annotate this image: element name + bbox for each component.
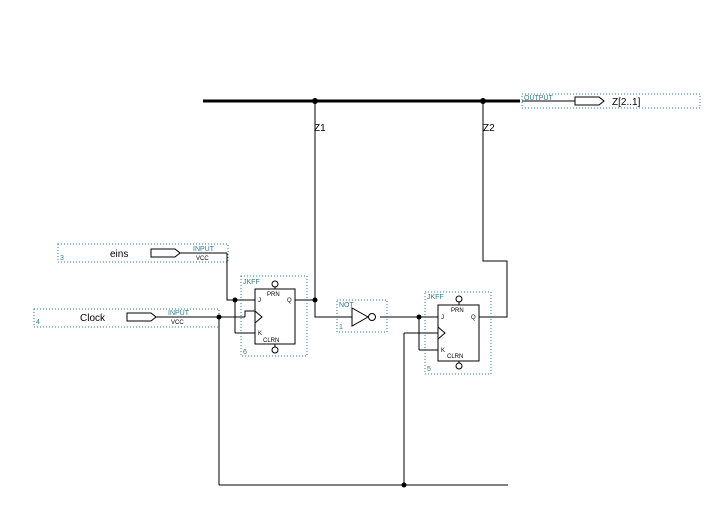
wire-q1-not (314, 300, 352, 318)
jkff-2[interactable]: JKFF 5 PRN CLRN J K Q (424, 291, 492, 375)
input-eins-vcc: VCC (196, 256, 209, 262)
jkff-1-clrn-bubble (271, 346, 279, 354)
jkff-2-clrn-label: CLRN (447, 354, 463, 360)
jkff-1-clock-triangle (254, 310, 263, 324)
not-gate[interactable]: NOT 1 (336, 299, 388, 333)
jkff-2-k-label: K (441, 348, 445, 354)
junction-bottom (401, 482, 407, 488)
output-pin[interactable]: OUTPUT Z[2..1] (521, 93, 701, 109)
not-gate-tag: NOT (339, 302, 355, 309)
jkff-2-clrn-bubble (455, 362, 463, 370)
not-gate-bubble (368, 313, 376, 321)
input-eins-tag: INPUT (193, 246, 215, 253)
jkff-1-clock-lead (244, 310, 255, 317)
jkff-1-prn-bubble (271, 280, 279, 288)
jkff-2-index: 5 (427, 366, 431, 373)
jkff-2-j-label: J (441, 315, 444, 321)
input-eins-index: 3 (60, 255, 64, 262)
jkff-2-q-label: Q (471, 315, 476, 321)
junction-j1 (232, 297, 238, 303)
input-clock-symbol (126, 312, 157, 322)
jkff-2-clock-triangle (437, 326, 446, 340)
jkff-1-j-label: J (258, 298, 261, 304)
jkff-1-prn-label: PRN (267, 292, 280, 298)
jkff-1-border (240, 275, 308, 357)
input-clock-index: 4 (36, 319, 40, 326)
net-label-z2: Z2 (483, 123, 495, 134)
not-gate-border (336, 299, 388, 333)
jkff-1-index: 6 (243, 349, 247, 356)
not-gate-index: 1 (339, 324, 343, 331)
jkff-2-tag: JKFF (427, 294, 444, 301)
jkff-1-q-label: Q (287, 298, 292, 304)
input-eins-symbol (150, 248, 181, 258)
output-pin-symbol (574, 96, 605, 106)
jkff-1-k-label: K (258, 331, 262, 337)
input-clock-tag: INPUT (168, 310, 190, 317)
input-pin-eins[interactable]: 3 eins INPUT VCC (57, 243, 229, 263)
jkff-1-clrn-label: CLRN (263, 338, 279, 344)
jkff-1-tag: JKFF (243, 279, 260, 286)
input-eins-label: eins (110, 249, 128, 260)
jkff-2-border (424, 291, 492, 375)
input-clock-vcc: VCC (171, 320, 184, 326)
input-eins-border (57, 243, 229, 263)
input-pin-clock[interactable]: 4 Clock INPUT VCC (33, 308, 220, 328)
jkff-1[interactable]: JKFF 6 PRN CLRN J K Q (240, 275, 308, 357)
output-pin-label: Z[2..1] (612, 97, 641, 108)
wire-q2-z2 (479, 101, 508, 318)
jkff-2-prn-bubble (455, 295, 463, 303)
input-clock-border (33, 308, 220, 328)
jkff-2-prn-label: PRN (451, 308, 464, 314)
not-gate-triangle (351, 307, 370, 327)
net-label-z1: Z1 (314, 123, 326, 134)
input-clock-label: Clock (80, 313, 106, 324)
output-pin-tag: OUTPUT (524, 95, 554, 102)
wire-eins-j1 (226, 253, 255, 301)
